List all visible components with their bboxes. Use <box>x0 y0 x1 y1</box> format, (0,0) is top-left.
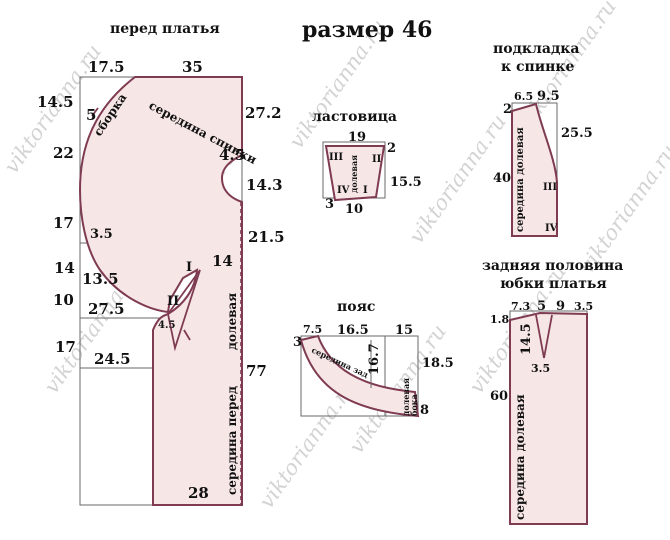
gusset-title: ластовица <box>312 109 397 125</box>
skirt-label-grain: середина долевая <box>513 394 527 520</box>
gusset-dim-top: 19 <box>348 130 366 145</box>
gusset-label-grain: долевая <box>349 155 359 193</box>
skirt-dim-1-8: 1.8 <box>490 313 509 326</box>
page-title: размер 46 <box>302 17 432 43</box>
gusset-roman-1: I <box>363 185 368 196</box>
front-dim-top: 35 <box>182 58 203 76</box>
gusset-roman-2: II <box>372 154 382 165</box>
front-dress-piece: перед платья 17.5 35 14.5 5 27.2 4.5 22 … <box>37 21 285 506</box>
lining-piece: подкладка к спинке 6.5 9.5 2 25.5 40 сер… <box>493 41 593 237</box>
front-roman-1: I <box>186 260 192 275</box>
gusset-piece: ластовица 19 2 15.5 10 3 долевая III II … <box>312 109 422 217</box>
front-dim-sborka-num: 5 <box>86 106 96 124</box>
front-dim-27-5: 27.5 <box>88 300 125 318</box>
front-dim-77: 77 <box>246 362 267 380</box>
gusset-dim-2: 2 <box>387 141 396 156</box>
lining-roman-4: IV <box>545 223 558 234</box>
front-dim-14: 14 <box>54 259 75 277</box>
front-dim-dart-14: 14 <box>212 252 233 270</box>
skirt-dim-3-5-top: 3.5 <box>574 300 593 313</box>
skirt-dart <box>535 314 553 359</box>
front-dim-13-5: 13.5 <box>82 270 119 288</box>
belt-label-side: бока <box>409 394 419 416</box>
gusset-dim-bottom: 10 <box>345 202 363 217</box>
lining-dim-40: 40 <box>493 171 511 186</box>
front-dim-21-5: 21.5 <box>248 228 285 246</box>
gusset-outline <box>324 145 386 202</box>
front-sborka-mark <box>91 107 99 117</box>
front-dim-10: 10 <box>53 291 74 309</box>
lining-dim-25-5: 25.5 <box>561 126 593 141</box>
front-dart <box>167 269 201 352</box>
lining-dim-6-5: 6.5 <box>514 90 533 103</box>
skirt-title-1: задняя половина <box>482 258 623 274</box>
belt-frame <box>300 335 419 417</box>
belt-dim-16-5: 16.5 <box>337 323 369 338</box>
belt-title: пояс <box>337 299 375 315</box>
gusset-dim-3: 3 <box>325 197 334 212</box>
lining-dim-2: 2 <box>503 102 512 117</box>
gusset-roman-4: IV <box>337 185 350 196</box>
front-dim-armhole: 4.5 <box>219 146 245 164</box>
skirt-piece: задняя половина юбки платья 1.8 7.3 5 9 … <box>482 258 623 525</box>
skirt-outline <box>509 311 588 525</box>
lining-label-grain: середина долевая <box>515 127 526 232</box>
front-label-center: середина перед <box>225 386 239 495</box>
belt-dim-3: 3 <box>293 335 302 350</box>
front-dim-24-5: 24.5 <box>94 350 131 368</box>
front-title: перед платья <box>110 21 220 37</box>
belt-dim-8: 8 <box>420 403 429 418</box>
skirt-dim-60: 60 <box>490 389 508 404</box>
lining-outline <box>511 102 558 237</box>
belt-dim-16-7: 16.7 <box>367 343 382 375</box>
front-dart-mark <box>183 329 191 341</box>
front-label-grain: долевая <box>225 293 239 350</box>
gusset-dim-right: 15.5 <box>390 175 422 190</box>
belt-piece: пояс 7.5 16.5 15 3 16.7 18.5 8 середина … <box>293 299 454 418</box>
lining-title-1: подкладка <box>493 41 579 57</box>
gusset-roman-3: III <box>329 152 343 163</box>
skirt-dim-7-3: 7.3 <box>511 300 530 313</box>
front-dim-17b: 17 <box>55 338 76 356</box>
front-dim-3-5: 3.5 <box>90 227 113 242</box>
skirt-dim-3-5: 3.5 <box>531 362 550 375</box>
belt-label-grain: долевая <box>401 378 411 416</box>
belt-dim-18-5: 18.5 <box>422 356 454 371</box>
front-dim-22: 22 <box>53 144 74 162</box>
front-roman-2: II <box>167 294 179 309</box>
skirt-dim-5: 5 <box>537 299 546 314</box>
skirt-dim-14-5: 14.5 <box>519 323 534 355</box>
lining-roman-3: III <box>543 182 557 193</box>
front-dim-17a: 17 <box>53 214 74 232</box>
front-dim-4-5: 4.5 <box>158 320 175 331</box>
lining-title-2: к спинке <box>501 59 574 75</box>
skirt-title-2: юбки платья <box>500 276 607 292</box>
skirt-dim-9: 9 <box>556 299 565 314</box>
belt-dim-15: 15 <box>395 323 413 338</box>
front-dim-14-3: 14.3 <box>246 176 283 194</box>
front-dim-left-top: 14.5 <box>37 93 74 111</box>
front-dim-28: 28 <box>188 484 209 502</box>
lining-dim-9-5: 9.5 <box>537 89 560 104</box>
front-dim-top-left: 17.5 <box>88 58 125 76</box>
belt-outline <box>299 334 420 418</box>
front-dim-right-top: 27.2 <box>245 104 282 122</box>
belt-dim-7-5: 7.5 <box>303 323 322 336</box>
